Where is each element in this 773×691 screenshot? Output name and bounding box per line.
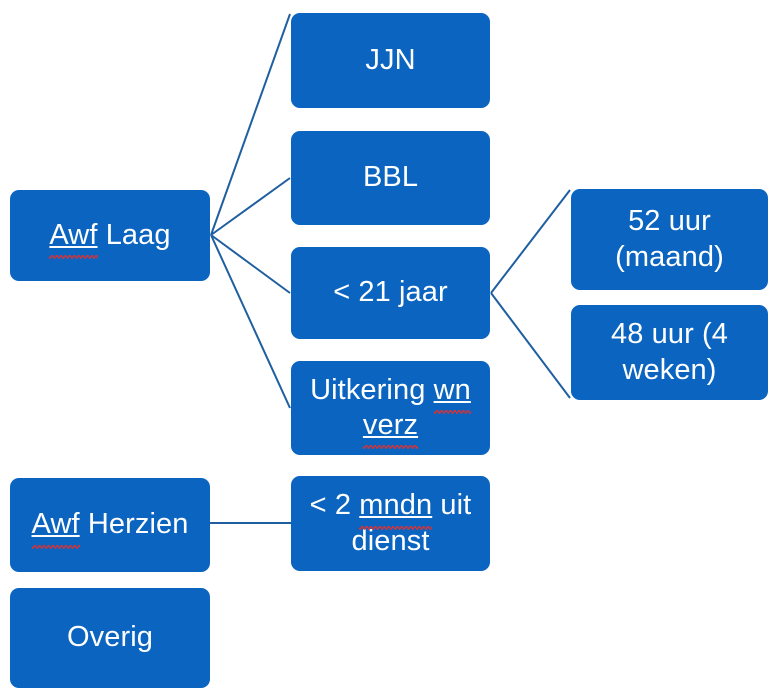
node-label-jjn: JJN	[365, 43, 416, 76]
node-minder-2-mndn-uit-dienst[interactable]: < 2 mndn uit dienst	[291, 476, 490, 571]
connector-awf-laag-to-onder-21-jaar	[210, 234, 291, 294]
node-48-uur-4-weken[interactable]: 48 uur (4 weken)	[571, 305, 768, 400]
connector-onder-21-to-48-uur	[490, 292, 571, 399]
node-label-overig: Overig	[66, 621, 153, 654]
node-label-bbl: BBL	[362, 161, 419, 194]
node-label-awf-herzien: Awf Herzien	[16, 507, 204, 550]
node-label-minder-2-mndn-uit-dienst: < 2 mndn uit dienst	[309, 488, 472, 557]
node-onder-21-jaar[interactable]: < 21 jaar	[291, 247, 490, 339]
node-label-48-uur-4-weken: 48 uur (4 weken)	[611, 318, 728, 386]
node-jjn[interactable]: JJN	[291, 13, 490, 108]
connector-onder-21-to-52-uur	[490, 189, 571, 294]
connector-awf-laag-to-uitkering	[210, 234, 291, 409]
node-52-uur-maand[interactable]: 52 uur (maand)	[571, 189, 768, 290]
node-label-52-uur-maand: 52 uur (maand)	[615, 205, 724, 273]
connector-awf-laag-to-bbl	[210, 177, 291, 236]
node-bbl[interactable]: BBL	[291, 131, 490, 225]
node-awf-laag[interactable]: Awf Laag	[10, 190, 210, 281]
spellcheck-word: wn	[433, 373, 472, 415]
spellcheck-word: Awf	[49, 218, 98, 260]
node-overig[interactable]: Overig	[10, 588, 210, 688]
connector-awf-laag-to-jjn	[210, 13, 291, 236]
spellcheck-word: verz	[362, 408, 419, 450]
node-label-uitkering-wn-verz: Uitkering wn verz	[297, 373, 484, 450]
node-awf-herzien[interactable]: Awf Herzien	[10, 478, 210, 572]
node-label-onder-21-jaar: < 21 jaar	[333, 276, 448, 309]
node-uitkering-wn-verz[interactable]: Uitkering wn verz	[291, 361, 490, 455]
node-label-awf-laag: Awf Laag	[16, 218, 204, 260]
spellcheck-word: mndn	[359, 488, 433, 530]
spellcheck-word: Awf	[31, 507, 80, 550]
